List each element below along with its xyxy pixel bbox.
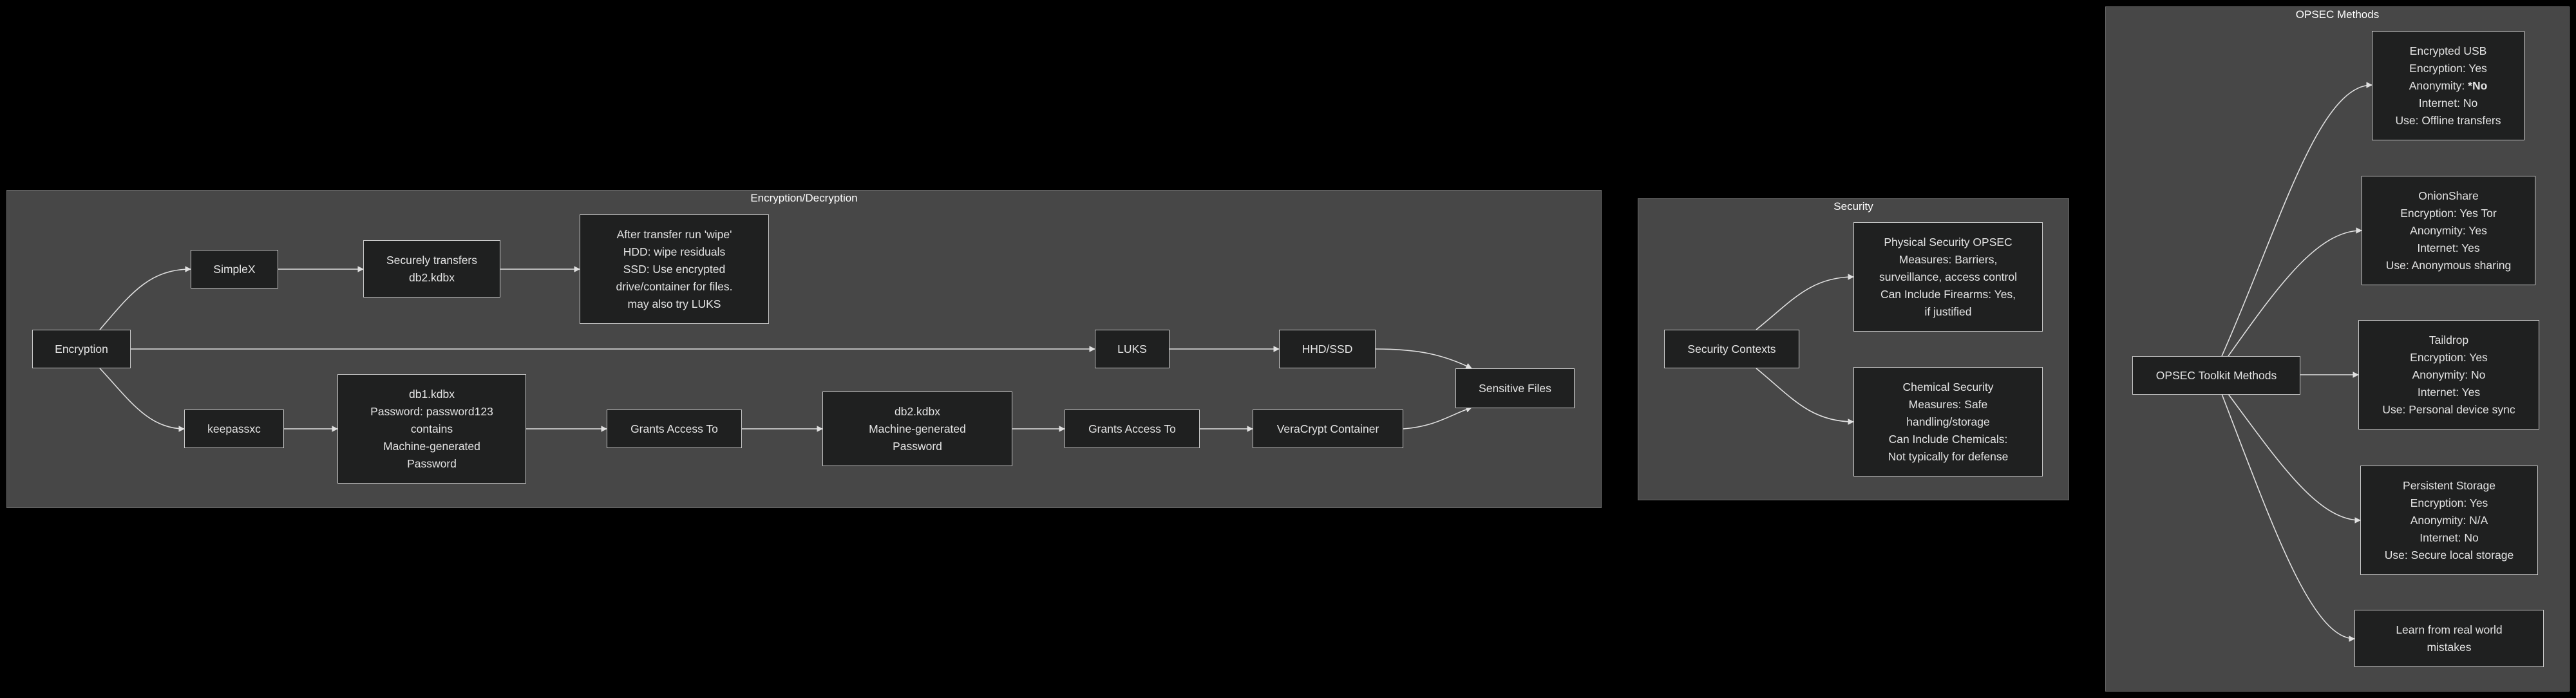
node-veracrypt[interactable]: VeraCrypt Container [1253,410,1403,448]
node-label-line: Chemical Security [1902,380,1994,393]
edge-contexts-physical [1756,274,1854,330]
node-label-line: Encryption: Yes [2410,496,2488,509]
edge-toolkit-learn [2221,393,2355,642]
node-label-line: contains [410,422,453,435]
node-label-line: Password [893,439,942,453]
node-label-line: Anonymity: Yes [2410,223,2487,237]
node-label-line: Encrypted USB [2409,44,2487,57]
edge-hhd-sensitive [1375,348,1472,369]
node-label-line: db2.kdbx [408,270,455,284]
node-label-line: drive/container for files. [616,279,733,293]
node-security-contexts[interactable]: Security Contexts [1664,330,1799,368]
node-label-line: SSD: Use encrypted [623,262,726,276]
node-label-line: surveillance, access control [1879,270,2017,283]
node-label-line: Use: Secure local storage [2384,548,2514,561]
node-simplex[interactable]: SimpleX [191,250,278,288]
node-label-line: Internet: No [2420,531,2479,544]
node-sensitive-files[interactable]: Sensitive Files [1455,368,1575,408]
node-label-line: Measures: Barriers, [1899,252,1998,266]
node-label-line: Measures: Safe [1908,397,1988,411]
node-label-line: keepassxc [207,422,261,435]
node-label-line: Encryption: Yes [2409,61,2487,75]
node-label-line: db2.kdbx [894,404,941,418]
node-label-line: HHD/SSD [1302,342,1353,355]
node-label-line: OPSEC Toolkit Methods [2155,368,2277,382]
cluster-title: OPSEC Methods [2295,8,2380,21]
node-keepassxc[interactable]: keepassxc [184,410,284,448]
node-learn-mistakes[interactable]: Learn from real world mistakes [2354,610,2544,667]
edge-toolkit-persistent [2228,393,2361,524]
node-label-line: Grants Access To [1088,422,1176,435]
node-label-line: Machine-generated [869,422,966,435]
node-label-line: Anonymity: *No [2409,79,2488,92]
node-after-transfer[interactable]: After transfer run 'wipe' HDD: wipe resid… [580,214,769,324]
edge-toolkit-onionshare [2228,227,2362,357]
node-label-line: Internet: Yes [2417,241,2480,254]
edge-encryption-keepassxc [99,368,185,432]
node-label-line: may also try LUKS [627,297,721,310]
node-label-line: Internet: No [2418,96,2478,109]
node-label-line: Password [407,457,457,470]
edge-toolkit-usb [2221,82,2372,357]
node-label-line: Can Include Firearms: Yes, [1880,287,2016,301]
node-label-line: Can Include Chemicals: [1888,432,2008,446]
node-physical-security[interactable]: Physical Security OPSEC Measures: Barrier… [1853,222,2043,332]
cluster-title: Encryption/Decryption [750,192,858,204]
node-label-line: Security Contexts [1687,342,1776,355]
edge-veracrypt-sensitive [1403,406,1472,429]
node-label-line: HDD: wipe residuals [623,245,726,258]
node-label-line: Encryption: Yes [2410,350,2488,364]
node-label-line: OnionShare [2418,189,2479,202]
node-label-line: Grants Access To [630,422,718,435]
node-label-line: Encryption [55,342,108,355]
node-label-line: handling/storage [1906,415,1990,428]
node-label-line: Encryption: Yes Tor [2400,206,2497,220]
node-label-line: Password: password123 [370,404,493,418]
node-label-line: Internet: Yes [2417,385,2481,399]
node-label-line: Use: Anonymous sharing [2385,258,2512,272]
node-luks[interactable]: LUKS [1095,330,1170,368]
node-label-line: mistakes [2427,640,2472,654]
cluster-title: Security [1833,200,1873,212]
node-label-line: Persistent Storage [2403,478,2496,492]
node-label-line: Learn from real world [2396,623,2503,636]
node-label-line: LUKS [1117,342,1147,355]
node-label-line: if justified [1924,305,1972,318]
node-label-line: Machine-generated [383,439,480,453]
node-label-line: Use: Personal device sync [2382,402,2515,416]
node-label-line: After transfer run 'wipe' [616,227,732,241]
node-label-line: Anonymity: No [2412,368,2486,381]
edge-contexts-chemical [1756,368,1854,425]
node-grants-access-1[interactable]: Grants Access To [607,410,742,448]
node-encryption[interactable]: Encryption [32,330,131,368]
node-hhd-ssd[interactable]: HHD/SSD [1279,330,1376,368]
node-grants-access-2[interactable]: Grants Access To [1065,410,1200,448]
node-label-line: Securely transfers [386,253,478,267]
node-label-line: VeraCrypt Container [1276,422,1379,435]
node-label-line: SimpleX [213,262,256,276]
node-label-line: Anonymity: N/A [2410,513,2488,527]
node-label-line: Use: Offline transfers [2395,113,2501,127]
node-label-line: Taildrop [2429,333,2469,346]
node-opsec-toolkit[interactable]: OPSEC Toolkit Methods [2132,356,2300,395]
edge-encryption-simplex [99,266,191,330]
node-label-line: Not typically for defense [1888,449,2009,463]
node-label-line: Sensitive Files [1479,381,1551,395]
node-label-line: db1.kdbx [408,387,455,401]
node-label-line: Physical Security OPSEC [1884,235,2012,249]
node-securely-transfers[interactable]: Securely transfers db2.kdbx [363,240,500,297]
